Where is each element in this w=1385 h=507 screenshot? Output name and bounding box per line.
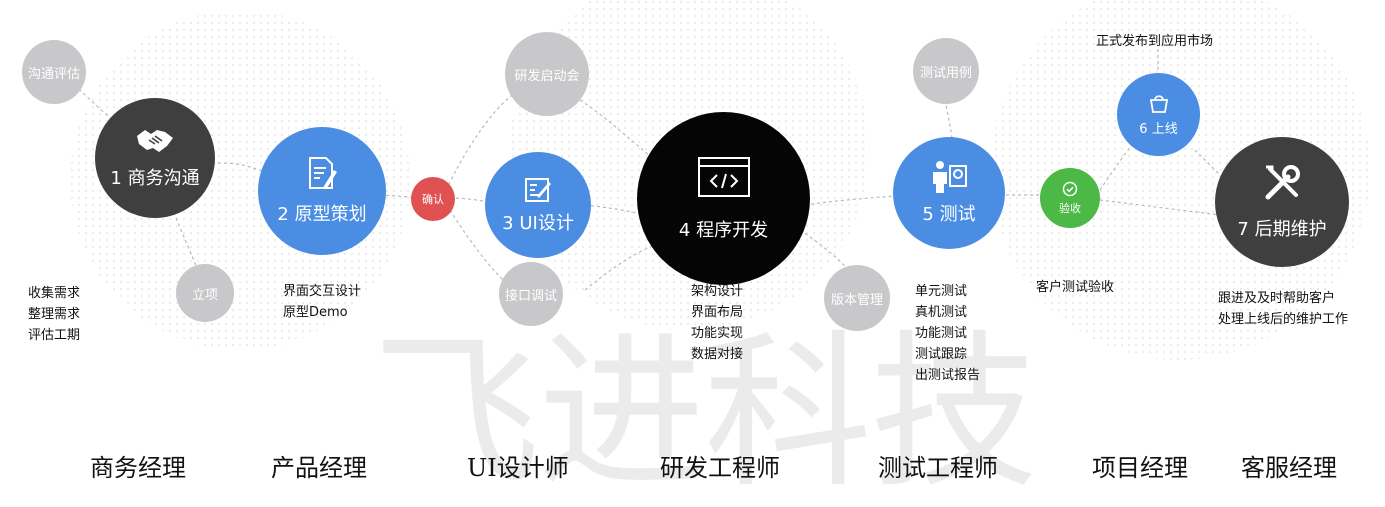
desc-maintenance: 跟进及及时帮助客户 处理上线后的维护工作 <box>1218 288 1348 330</box>
desc-development: 架构设计 界面布局 功能实现 数据对接 <box>691 281 743 365</box>
node-acceptance: 验收 <box>1040 168 1100 228</box>
node-label: 沟通评估 <box>27 66 80 82</box>
desc-line: 跟进及及时帮助客户 <box>1218 291 1336 306</box>
desc-line: 客户测试验收 <box>1036 280 1115 295</box>
desc-acceptance: 客户测试验收 <box>1036 277 1114 298</box>
check-circle-icon <box>1062 181 1078 197</box>
node-test-cases: 测试用例 <box>913 38 979 104</box>
role-dev-engineer: 研发工程师 <box>660 454 780 482</box>
role-ui-designer: UI设计师 <box>467 454 569 482</box>
node-api-debug: 接口调试 <box>499 262 563 326</box>
stage-label: 5 测试 <box>922 204 976 225</box>
role-test-engineer: 测试工程师 <box>878 454 998 482</box>
desc-business: 收集需求 整理需求 评估工期 <box>28 283 80 346</box>
desc-line: 评估工期 <box>28 328 81 343</box>
desc-line: 界面布局 <box>691 305 744 320</box>
node-confirm: 确认 <box>411 177 455 221</box>
desc-testing: 单元测试 真机测试 功能测试 测试跟踪 出测试报告 <box>915 281 980 386</box>
desc-line: 收集需求 <box>28 286 81 301</box>
node-label: 测试用例 <box>919 65 972 81</box>
node-label: 确认 <box>422 193 444 206</box>
tools-icon <box>1262 163 1302 203</box>
node-communicate-eval: 沟通评估 <box>22 40 86 104</box>
company-watermark: 飞进科技 <box>372 315 1038 507</box>
desc-line: 功能实现 <box>691 326 744 341</box>
desc-line: 数据对接 <box>691 347 744 362</box>
stage-business: 1 商务沟通 <box>95 98 215 218</box>
desc-line: 整理需求 <box>28 307 81 322</box>
stage-label: 1 商务沟通 <box>110 168 200 189</box>
code-window-icon <box>697 156 751 198</box>
globe-decoration <box>990 0 1370 360</box>
stage-launch: 6 上线 <box>1117 73 1200 156</box>
node-label: 版本管理 <box>830 292 883 308</box>
role-business-manager: 商务经理 <box>90 454 186 482</box>
tester-icon <box>930 160 968 194</box>
desc-line: 原型Demo <box>283 305 348 320</box>
node-label: 研发启动会 <box>514 68 580 84</box>
role-service-manager: 客服经理 <box>1241 454 1337 482</box>
stage-testing: 5 测试 <box>893 137 1005 249</box>
stage-label: 7 后期维护 <box>1237 219 1327 240</box>
node-label: 立项 <box>191 287 218 303</box>
stage-development: 4 程序开发 <box>637 112 810 285</box>
desc-line: 架构设计 <box>691 284 744 299</box>
publish-note: 正式发布到应用市场 <box>1096 34 1214 49</box>
desc-line: 界面交互设计 <box>283 284 362 299</box>
stage-label: 4 程序开发 <box>678 219 769 241</box>
stage-label: 2 原型策划 <box>277 204 367 225</box>
shopping-bag-icon <box>1148 92 1170 114</box>
desc-prototype: 界面交互设计 原型Demo <box>283 281 361 323</box>
document-pen-icon <box>306 156 338 192</box>
stage-maintenance: 7 后期维护 <box>1215 137 1349 267</box>
desc-line: 单元测试 <box>915 284 968 299</box>
globe-decoration <box>70 10 410 350</box>
node-kickoff: 研发启动会 <box>505 32 589 116</box>
handshake-icon <box>135 126 175 156</box>
desc-line: 处理上线后的维护工作 <box>1218 312 1349 327</box>
node-label: 验收 <box>1059 201 1081 215</box>
node-project-setup: 立项 <box>176 264 234 322</box>
desc-line: 出测试报告 <box>915 368 981 383</box>
desc-line: 功能测试 <box>915 326 968 341</box>
stage-ui-design: 3 UI设计 <box>485 152 591 258</box>
role-product-manager: 产品经理 <box>271 454 367 482</box>
stage-label: 6 上线 <box>1139 122 1178 137</box>
desc-line: 测试跟踪 <box>915 347 968 362</box>
design-board-icon <box>523 176 553 204</box>
node-label: 接口调试 <box>504 288 557 304</box>
role-project-manager: 项目经理 <box>1092 454 1188 482</box>
desc-line: 真机测试 <box>915 305 968 320</box>
node-version-mgmt: 版本管理 <box>824 265 890 331</box>
stage-prototype: 2 原型策划 <box>258 127 386 255</box>
stage-label: 3 UI设计 <box>502 212 574 234</box>
